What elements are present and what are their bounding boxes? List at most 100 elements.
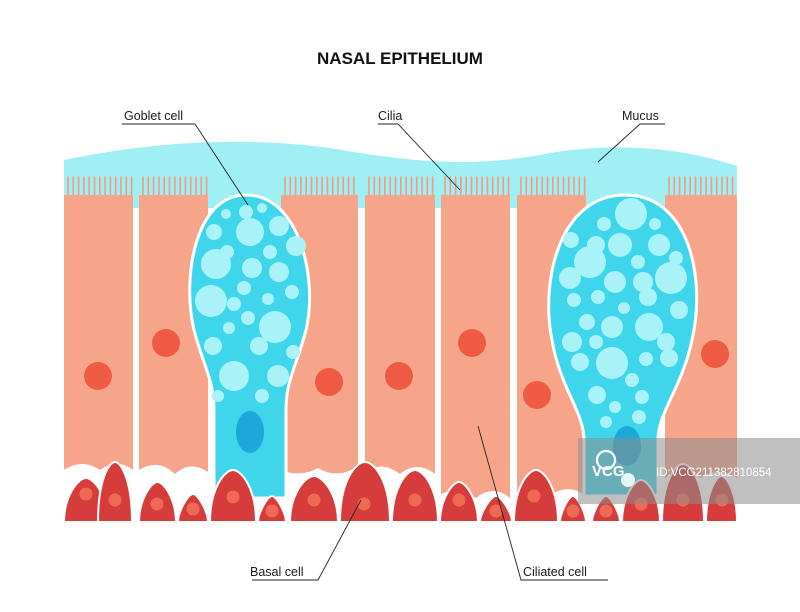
mucus-vesicle [649, 218, 661, 230]
basal-nucleus [150, 497, 164, 511]
mucus-vesicle [571, 353, 589, 371]
mucus-vesicle [655, 262, 687, 294]
basal-cell [96, 460, 134, 523]
mucus-vesicle [195, 285, 227, 317]
basal-cell [338, 460, 392, 523]
ciliated-nucleus [701, 340, 729, 368]
mucus-vesicle [633, 272, 653, 292]
mucus-vesicle [639, 352, 653, 366]
mucus-vesicle [241, 311, 255, 325]
basal-nucleus [452, 493, 466, 507]
watermark-id: ID:VCG211382810854 [656, 467, 772, 479]
ciliated-cell-leader [477, 425, 608, 581]
cilia-label: Cilia [378, 109, 402, 123]
mucus-vesicle [635, 390, 649, 404]
mucus-vesicle [257, 203, 267, 213]
mucus-vesicle [267, 365, 289, 387]
mucus-vesicle [618, 302, 630, 314]
goblet-cell-label: Goblet cell [124, 109, 183, 123]
ciliated-nucleus [458, 329, 486, 357]
mucus-vesicle [236, 218, 264, 246]
mucus-vesicle [286, 236, 306, 256]
mucus-vesicle [660, 349, 678, 367]
cilia-leader [378, 123, 461, 191]
mucus-vesicle [635, 313, 663, 341]
mucus-vesicle [239, 205, 253, 219]
mucus-vesicle [223, 322, 235, 334]
mucus-vesicle [625, 373, 639, 387]
mucus-vesicle [259, 311, 291, 343]
mucus-vesicle [579, 314, 595, 330]
mucus-vesicle [562, 332, 582, 352]
basal-cell-leader [252, 499, 362, 581]
mucus-vesicle [604, 271, 626, 293]
basal-nucleus [566, 504, 580, 518]
mucus-vesicle [250, 337, 268, 355]
mucus-vesicle [609, 401, 621, 413]
ciliated-nucleus [84, 362, 112, 390]
mucus-label: Mucus [622, 109, 659, 123]
mucus-vesicle [670, 301, 688, 319]
basal-nucleus [79, 487, 93, 501]
basal-nucleus [307, 493, 321, 507]
ciliated-nucleus [523, 381, 551, 409]
basal-nucleus [186, 502, 200, 516]
page-title: NASAL EPITHELIUM [317, 49, 483, 68]
watermark-logo-icon [595, 449, 617, 471]
ciliated-cell [64, 195, 133, 470]
mucus-vesicle [255, 389, 269, 403]
ciliated-cell-label: Ciliated cell [523, 565, 587, 579]
mucus-vesicle [596, 347, 628, 379]
leader-lines [122, 123, 665, 581]
mucus-vesicle [591, 290, 605, 304]
basal-nucleus [408, 493, 422, 507]
mucus-vesicle [589, 335, 603, 349]
goblet-cell [547, 193, 699, 498]
mucus-vesicle [201, 249, 231, 279]
basal-nucleus [108, 493, 122, 507]
mucus-vesicle [204, 337, 222, 355]
mucus-vesicle [574, 246, 606, 278]
goblet-cell-leader [122, 123, 249, 206]
mucus-vesicle [657, 333, 675, 351]
mucus-vesicle [212, 390, 224, 402]
mucus-vesicle [597, 217, 611, 231]
mucus-vesicle [563, 232, 579, 248]
basal-nucleus [599, 504, 613, 518]
mucus-vesicle [262, 293, 274, 305]
mucus-vesicle [631, 255, 645, 269]
mucus-vesicle [237, 281, 251, 295]
basal-nucleus [357, 497, 371, 511]
ciliated-nuclei [84, 329, 729, 409]
ciliated-nucleus [315, 368, 343, 396]
basal-cell-label: Basal cell [250, 565, 304, 579]
watermark-logo-icon [621, 473, 635, 487]
mucus-vesicle [648, 234, 670, 256]
mucus-vesicle [588, 386, 606, 404]
basal-nucleus [265, 504, 279, 518]
mucus-vesicle [285, 285, 299, 299]
mucus-vesicle [601, 316, 623, 338]
watermark-box [578, 438, 800, 504]
mucus-vesicle [615, 198, 647, 230]
basal-nucleus [226, 490, 240, 504]
mucus-vesicle [567, 293, 581, 307]
mucus-vesicle [206, 224, 222, 240]
mucus-vesicle [559, 267, 581, 289]
mucus-vesicle [639, 288, 657, 306]
watermark-logo: VCG [592, 463, 625, 480]
cilia-group [67, 176, 734, 198]
mucus-leader [597, 123, 665, 163]
basal-nucleus [489, 504, 503, 518]
watermark: VCG ID:VCG211382810854 [578, 438, 800, 504]
mucus-vesicle [600, 416, 612, 428]
mucus-vesicle [227, 297, 241, 311]
mucus-vesicle [632, 410, 646, 424]
ciliated-nucleus [152, 329, 180, 357]
mucus-vesicle [669, 251, 683, 265]
mucus-vesicle [286, 345, 300, 359]
ciliated-cell [365, 195, 435, 474]
mucus-vesicle [221, 209, 231, 219]
mucus-vesicle [608, 233, 632, 257]
